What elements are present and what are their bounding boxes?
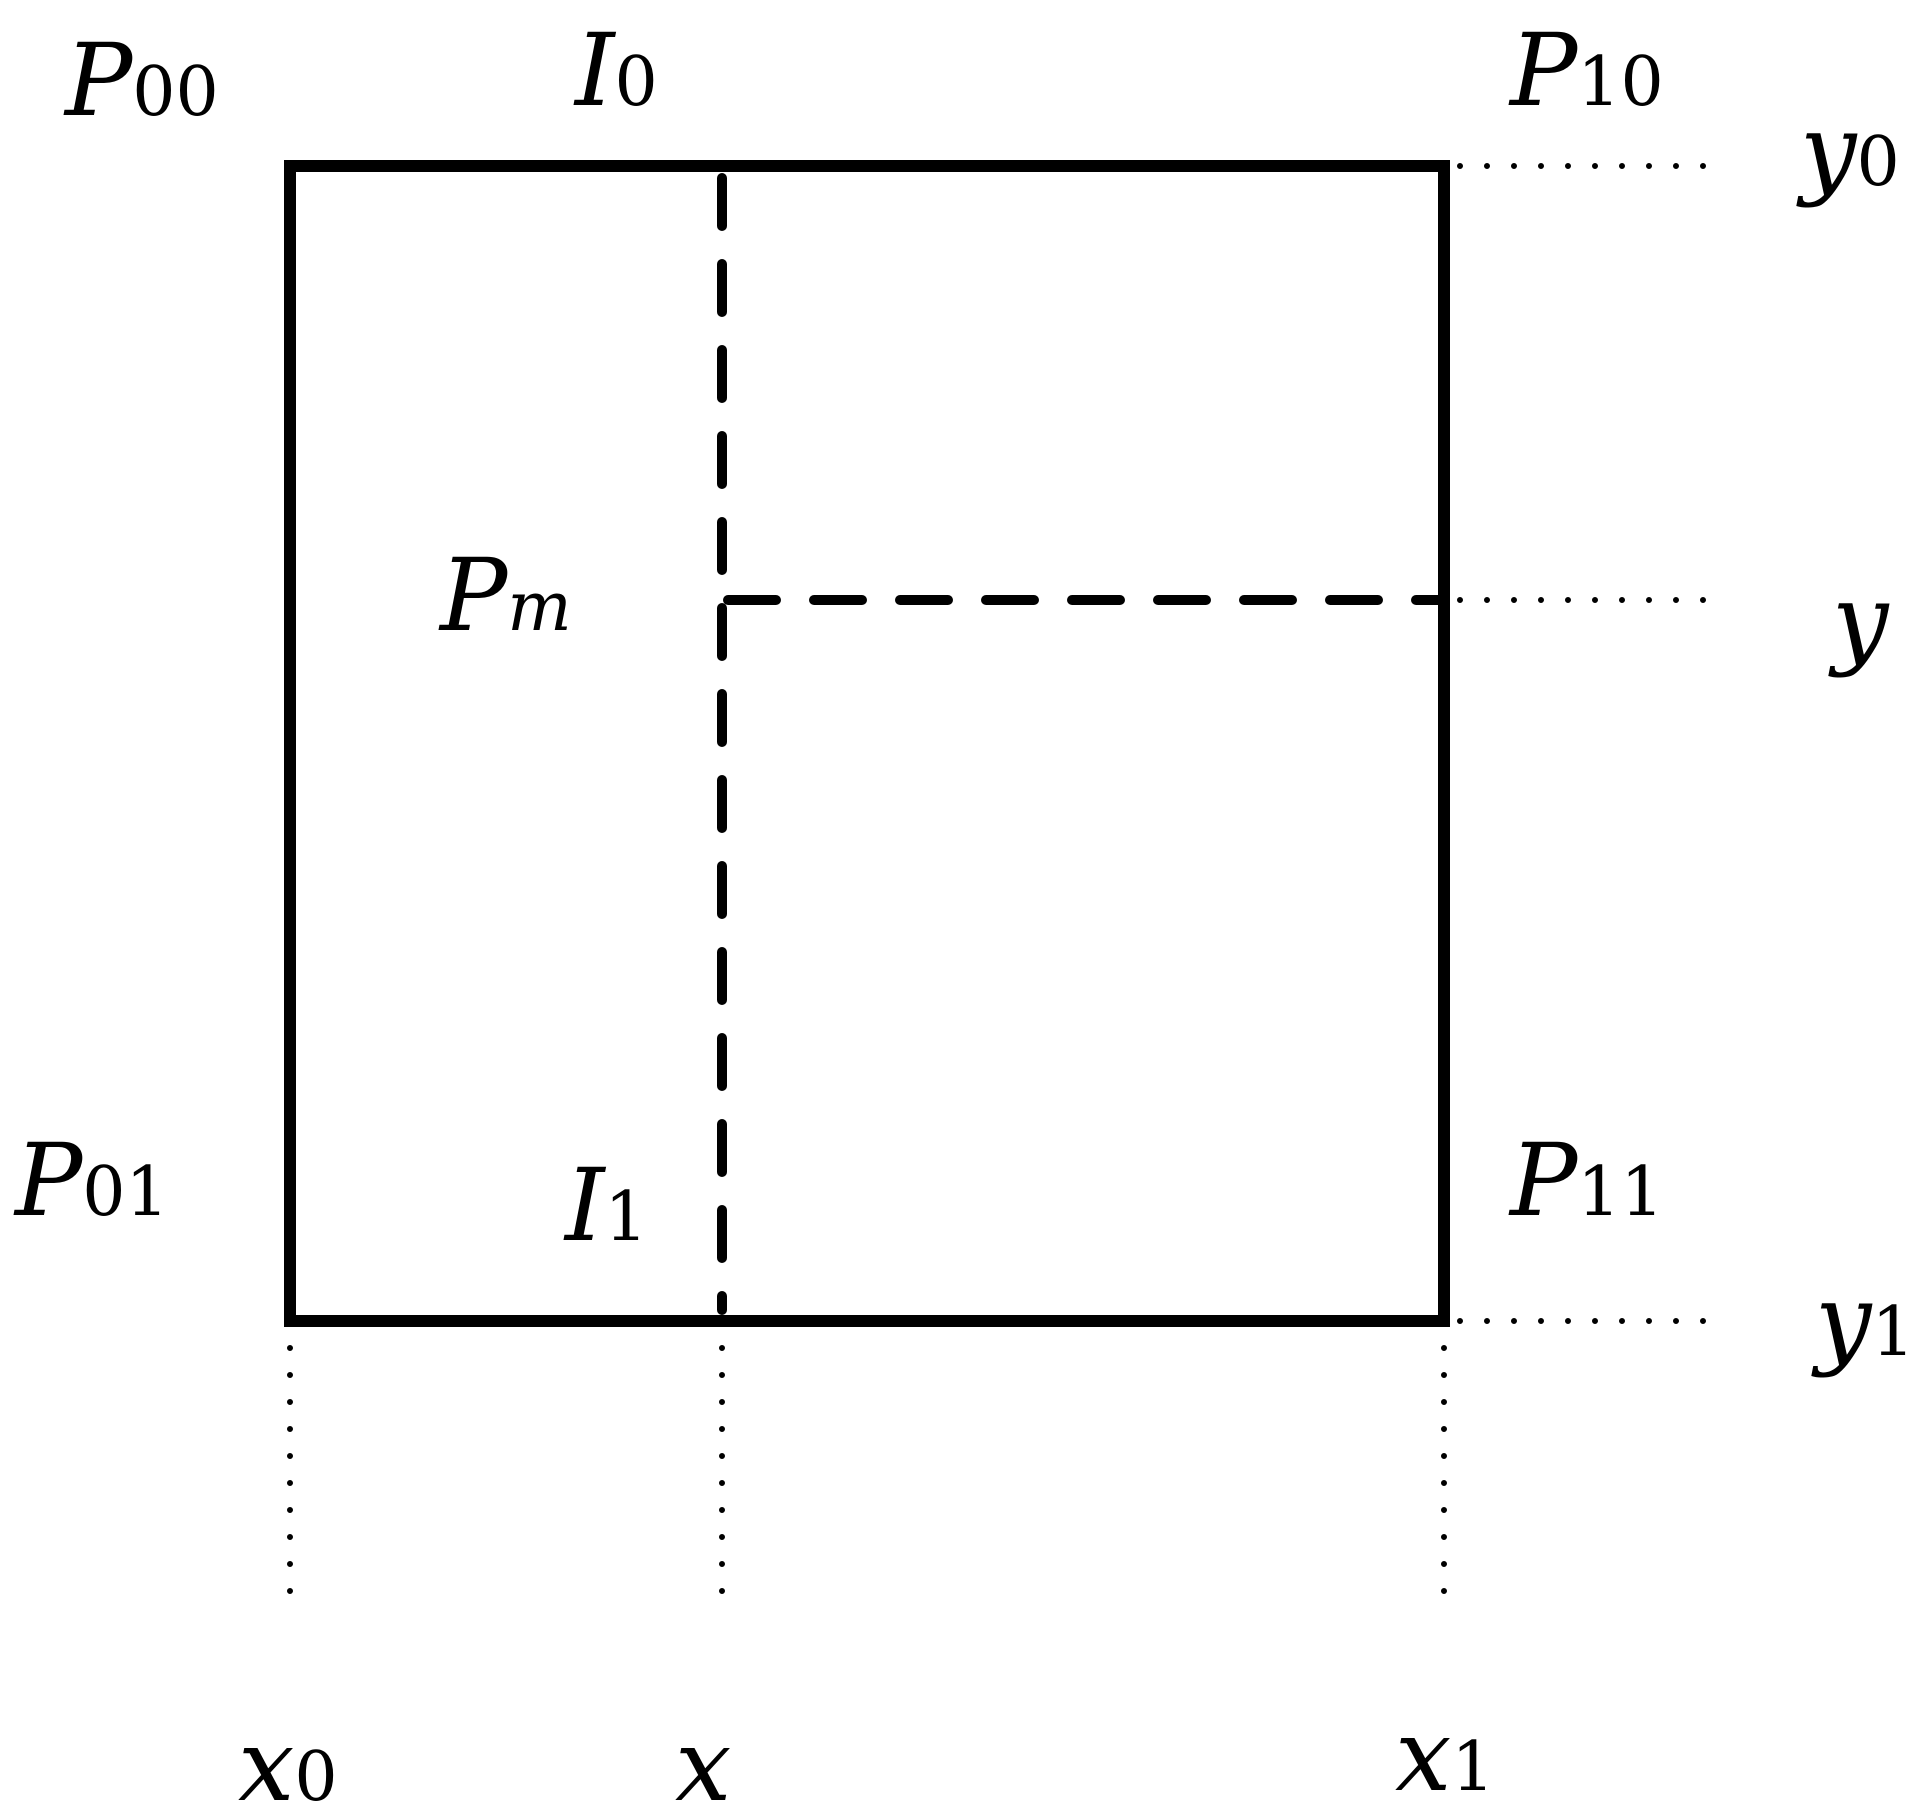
cell-square [284, 160, 1450, 1327]
label-y: y [1828, 562, 1890, 679]
label-p01: P01 [13, 1122, 169, 1239]
label-pm: Pm [438, 537, 572, 654]
label-p10: P10 [1508, 12, 1664, 129]
label-x: x [675, 1707, 731, 1819]
label-i1: I1 [563, 1147, 648, 1264]
label-p11: P11 [1508, 1122, 1664, 1239]
label-x1: x1 [1395, 1697, 1495, 1814]
label-x0: x0 [238, 1707, 338, 1819]
label-y0: y0 [1796, 92, 1900, 209]
label-i0: I0 [573, 12, 658, 129]
label-y1: y1 [1811, 1262, 1915, 1379]
label-p00: P00 [63, 22, 219, 139]
